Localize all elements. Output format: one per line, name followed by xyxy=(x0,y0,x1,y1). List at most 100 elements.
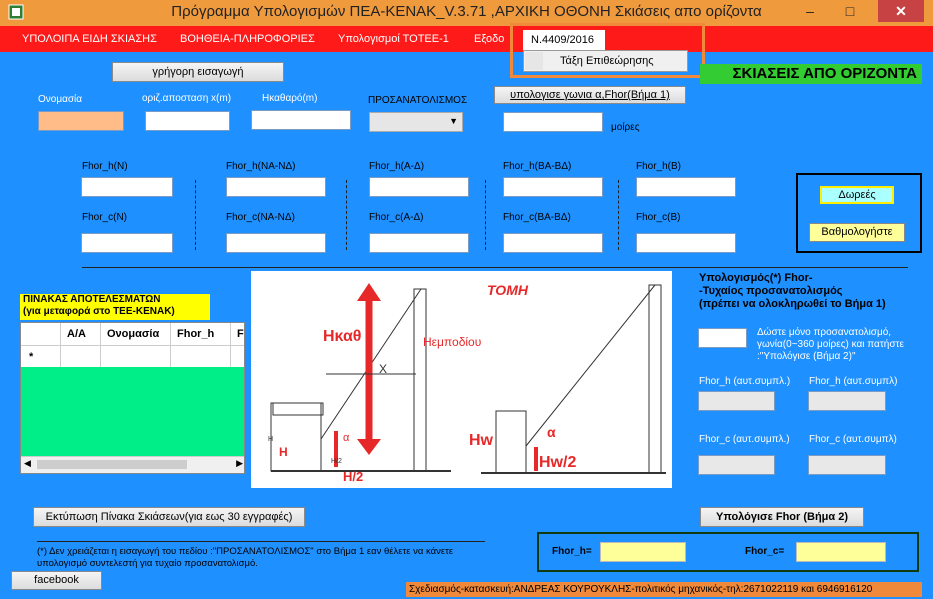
rate-button[interactable]: Βαθμολογήστε xyxy=(809,223,905,242)
page-banner: ΣΚΙΑΣΕΙΣ ΑΠΟ ΟΡΙΖΟΝΤΑ xyxy=(700,64,922,84)
close-button[interactable]: ✕ xyxy=(878,0,924,22)
fhor-c-b-input[interactable] xyxy=(636,233,736,253)
fhor-h-nana-input[interactable] xyxy=(226,177,326,197)
menu-exit[interactable]: Εξοδο xyxy=(474,33,505,45)
window-title: Πρόγραμμα Υπολογισμών ΠΕΑ-KENAK_V.3.71 ,… xyxy=(171,3,762,20)
fhor-h-bab-input[interactable] xyxy=(503,177,603,197)
column-header-fh[interactable]: Fh xyxy=(231,323,244,345)
scroll-right-icon[interactable]: ▶ xyxy=(236,458,243,468)
hkath-label: Ηκαθ xyxy=(323,328,361,345)
app-icon xyxy=(8,4,24,20)
random-title-line2: -Τυχαίος προσανατολισμός xyxy=(699,285,843,297)
fhor-c-ad-input[interactable] xyxy=(369,233,469,253)
arrow-up-icon xyxy=(357,283,381,301)
fhor-h-auto-left-input[interactable] xyxy=(698,391,775,411)
new-row-marker: * xyxy=(21,345,61,367)
fhor-h-ad-input[interactable] xyxy=(369,177,469,197)
h-small-label: H xyxy=(268,436,273,443)
obstacle-wall xyxy=(413,288,427,472)
fhor-c-n-label: Fhor_c(N) xyxy=(82,212,128,223)
fhor-c-ad-label: Fhor_c(A-Δ) xyxy=(369,212,424,223)
chevron-down-icon: ▼ xyxy=(449,116,458,126)
h2-label: H/2 xyxy=(343,469,363,484)
building-block xyxy=(270,402,322,472)
section-divider xyxy=(82,267,908,268)
table-cell[interactable] xyxy=(61,345,101,367)
menu-help[interactable]: ΒΟΗΘΕΙΑ-ΠΛΗΡΟΦΟΡΙΕΣ xyxy=(180,33,315,45)
section-diagram-svg: Ηκαθ Ηεμποδίου X α H H/2 H H/2 ΤΟΜΗ Hw H… xyxy=(268,282,666,484)
fhor-h-b-input[interactable] xyxy=(636,177,736,197)
menu-inspection-class[interactable]: Τάξη Επιθεώρησης xyxy=(560,55,654,67)
column-header-name[interactable]: Ονομασία xyxy=(101,323,171,345)
fhor-h-bab-label: Fhor_h(BA-BΔ) xyxy=(503,161,572,172)
fhor-h-auto-left-label: Fhor_h (αυτ.συμπλ.) xyxy=(699,376,791,387)
random-angle-input[interactable] xyxy=(698,328,747,348)
hw-label: Hw xyxy=(469,432,494,449)
fhor-h-auto-right-input[interactable] xyxy=(808,391,886,411)
fhor-h-result-field[interactable] xyxy=(600,542,686,562)
menu-other-shading[interactable]: ΥΠΟΛΟΙΠΑ ΕΙΔΗ ΣΚΙΑΣΗΣ xyxy=(22,33,157,45)
menu-dropdown: Τάξη Επιθεώρησης xyxy=(523,50,688,72)
overhang xyxy=(272,402,324,416)
alpha-label: α xyxy=(343,432,350,444)
x-label: X xyxy=(379,362,387,376)
table-scrollbar[interactable]: ◀ ▶ xyxy=(21,456,244,473)
scroll-thumb[interactable] xyxy=(37,460,187,469)
degrees-label: μοίρες xyxy=(611,122,640,133)
height-label: Ηκαθαρό(m) xyxy=(262,93,318,104)
menu-law-4409[interactable]: Ν.4409/2016 xyxy=(523,30,605,50)
fhor-h-nana-label: Fhor_h(NA-NΔ) xyxy=(226,161,296,172)
menu-totee[interactable]: Υπολογισμοί ΤΟΤΕΕ-1 xyxy=(338,33,449,45)
column-divider xyxy=(346,180,347,250)
fhor-h-b-label: Fhor_h(B) xyxy=(636,161,682,172)
facebook-button[interactable]: facebook xyxy=(11,571,102,590)
fhor-c-bab-label: Fhor_c(BA-BΔ) xyxy=(503,212,571,223)
fhor-c-auto-left-label: Fhor_c (αυτ.συμπλ.) xyxy=(699,434,790,445)
name-label: Ονομασία xyxy=(38,94,83,105)
fhor-h-n-input[interactable] xyxy=(81,177,173,197)
fhor-c-auto-right-input[interactable] xyxy=(808,455,886,475)
name-input[interactable] xyxy=(38,111,124,131)
title-bar: Πρόγραμμα Υπολογισμών ΠΕΑ-KENAK_V.3.71 ,… xyxy=(0,0,933,26)
fhor-c-auto-left-input[interactable] xyxy=(698,455,775,475)
fhor-c-b-label: Fhor_c(B) xyxy=(636,212,681,223)
column-header-fhor-h[interactable]: Fhor_h xyxy=(171,323,231,345)
fhor-c-auto-right-label: Fhor_c (αυτ.συμπλ) xyxy=(809,434,897,445)
menu-highlight-frame xyxy=(510,23,705,78)
distance-input[interactable] xyxy=(145,111,230,131)
calc-angle-button[interactable]: υπολογισε γωνια α,Fhor(Βήμα 1) xyxy=(494,86,686,104)
minimize-button[interactable]: – xyxy=(806,3,814,19)
h-label: H xyxy=(279,445,288,459)
column-header-aa[interactable]: A/A xyxy=(61,323,101,345)
calc-fhor-button[interactable]: Υπολόγισε Fhor (Βήμα 2) xyxy=(700,507,864,527)
donate-button[interactable]: Δωρεές xyxy=(820,186,894,204)
fhor-c-bab-input[interactable] xyxy=(503,233,603,253)
orientation-select[interactable]: ▼ xyxy=(369,112,463,132)
table-cell[interactable] xyxy=(171,345,231,367)
angle-input[interactable] xyxy=(503,112,603,132)
banner-text: ΣΚΙΑΣΕΙΣ ΑΠΟ ΟΡΙΖΟΝΤΑ xyxy=(732,65,917,82)
window-frame xyxy=(495,410,527,474)
table-cell[interactable] xyxy=(231,345,244,367)
print-table-button[interactable]: Εκτύπωση Πίνακα Σκιάσεων(για εως 30 εγγρ… xyxy=(33,507,305,527)
note-divider xyxy=(37,541,485,542)
quick-entry-button[interactable]: γρήγορη εισαγωγή xyxy=(112,62,284,82)
height-input[interactable] xyxy=(251,110,351,130)
fhor-c-result-field[interactable] xyxy=(796,542,886,562)
scroll-left-icon[interactable]: ◀ xyxy=(24,458,31,468)
section-diagram: Ηκαθ Ηεμποδίου X α H H/2 H H/2 ΤΟΜΗ Hw H… xyxy=(251,271,672,488)
fhor-c-nana-input[interactable] xyxy=(226,233,326,253)
results-table[interactable]: A/A Ονομασία Fhor_h Fh * ◀ ▶ xyxy=(20,322,245,474)
fhor-h-n-label: Fhor_h(N) xyxy=(82,161,128,172)
distance-label: οριζ.αποσταση x(m) xyxy=(142,93,232,104)
result-box xyxy=(537,532,919,572)
column-divider xyxy=(485,180,486,250)
fhor-c-nana-label: Fhor_c(NA-NΔ) xyxy=(226,212,295,223)
sight-line-right xyxy=(525,284,656,447)
table-cell[interactable] xyxy=(101,345,171,367)
random-title-line3: (πρέπει να ολοκληρωθεί το Βήμα 1) xyxy=(699,298,886,310)
results-title-line2: (για μεταφορά στο TEE-KENAK) xyxy=(23,306,175,317)
fhor-c-n-input[interactable] xyxy=(81,233,173,253)
maximize-button[interactable]: □ xyxy=(845,3,855,19)
table-row[interactable]: * xyxy=(21,345,244,367)
